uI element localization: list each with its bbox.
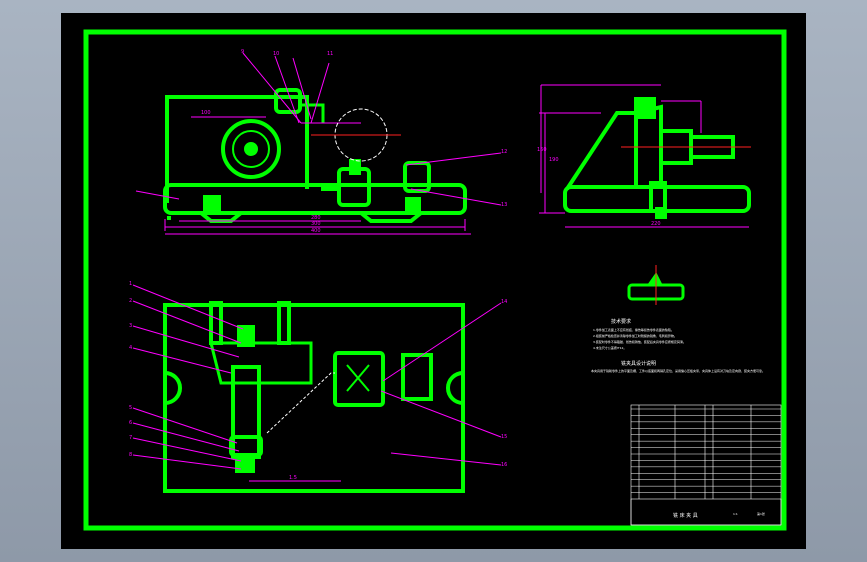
balloon-8: 8 bbox=[129, 452, 132, 458]
side-view bbox=[563, 97, 751, 219]
side-dim-160: 160 bbox=[537, 147, 547, 153]
front-dim-100: 100 bbox=[201, 110, 211, 116]
balloon-4: 4 bbox=[129, 345, 132, 351]
front-dim-300: 300 bbox=[311, 221, 321, 227]
balloon-9: 9 bbox=[241, 49, 244, 55]
design-notes-title: 铣夹具设计说明 bbox=[621, 360, 656, 367]
side-dim-190: 190 bbox=[549, 157, 559, 163]
balloon-3: 3 bbox=[129, 323, 132, 329]
balloon-2: 2 bbox=[129, 298, 132, 304]
balloon-13: 13 bbox=[501, 202, 507, 208]
balloon-10: 10 bbox=[273, 51, 279, 57]
plan-dim-1-5: 1.5 bbox=[289, 475, 297, 481]
balloon-15: 15 bbox=[501, 434, 507, 440]
front-view bbox=[163, 88, 467, 223]
balloon-5: 5 bbox=[129, 405, 132, 411]
balloon-7: 7 bbox=[129, 435, 132, 441]
balloon-1: 1 bbox=[129, 281, 132, 287]
title-block-rows bbox=[631, 415, 781, 493]
balloon-11: 11 bbox=[327, 51, 333, 57]
front-view-dimensions bbox=[135, 52, 502, 235]
title-block-scale: 1:1 bbox=[733, 512, 738, 516]
title-block-name-cell bbox=[630, 498, 782, 526]
sheet-outer-border bbox=[83, 29, 787, 531]
design-notes-text: 本夹具用于铣削零件上的平面及槽，工件以底面和两销孔定位，采用偏心压板夹紧，夹具体… bbox=[591, 369, 766, 373]
title-block bbox=[630, 404, 782, 526]
plan-view-phantom bbox=[266, 372, 335, 434]
side-view-dimensions bbox=[539, 84, 749, 228]
cad-drawing-canvas[interactable]: 100 280 300 400 9 10 11 12 13 220 160 19… bbox=[61, 13, 806, 549]
front-dim-280: 280 bbox=[311, 215, 321, 221]
balloon-14: 14 bbox=[501, 299, 507, 305]
title-block-sheet: 第1张 bbox=[757, 511, 765, 516]
title-block-title: 铣 床 夹 具 bbox=[673, 512, 698, 519]
title-block-columns bbox=[638, 405, 752, 499]
tech-line-1: 1.零件加工表面上不应有划痕、擦伤等损伤零件表面的缺陷。 bbox=[593, 327, 674, 332]
tech-line-3: 3.装配时零件不得磕碰、划伤和锈蚀，装配后夹具零件应按规定润滑。 bbox=[593, 339, 686, 344]
tech-requirements-title: 技术要求 bbox=[611, 318, 631, 325]
balloon-12: 12 bbox=[501, 149, 507, 155]
side-dim-220: 220 bbox=[651, 221, 661, 227]
balloon-6: 6 bbox=[129, 420, 132, 426]
tech-line-2: 2.组装前严格检查并清除零件加工时残留的锐角、毛刺和异物。 bbox=[593, 333, 677, 338]
cad-viewport[interactable]: 100 280 300 400 9 10 11 12 13 220 160 19… bbox=[61, 13, 806, 549]
front-dim-400: 400 bbox=[311, 228, 321, 234]
balloon-16: 16 bbox=[501, 462, 507, 468]
tech-line-4: 4.未注尺寸公差按IT12。 bbox=[593, 345, 626, 350]
plan-view-dimensions bbox=[132, 284, 502, 482]
